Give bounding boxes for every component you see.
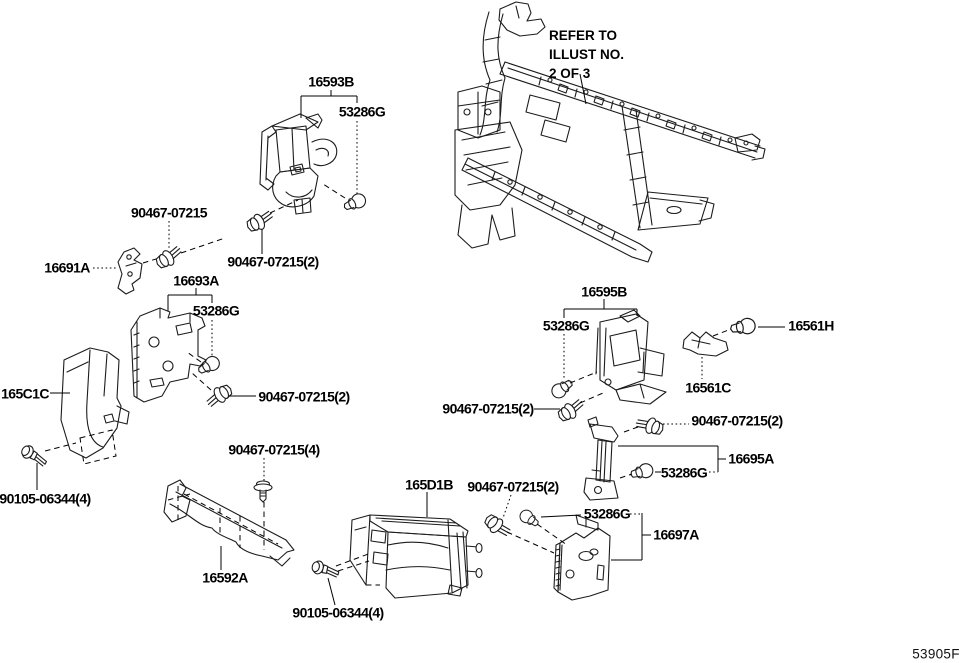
part-165C1C-shield bbox=[60, 347, 130, 465]
fastener-number-53286G-1: 53286G bbox=[338, 103, 386, 120]
fastener-number-90467-07215-4: 90467-07215(4) bbox=[228, 441, 320, 458]
part-number-165C1C: 165C1C bbox=[1, 385, 49, 402]
clip-53286G-3 bbox=[548, 375, 577, 402]
clip-53286G-5 bbox=[517, 507, 542, 531]
bolt-90467-07215-2-e bbox=[633, 412, 666, 439]
part-16561C-bracket bbox=[682, 331, 729, 357]
fastener-number-90467-07215-2-e: 90467-07215(2) bbox=[691, 412, 783, 429]
part-16691A-bracket bbox=[117, 247, 143, 295]
figure-code: 53905F bbox=[912, 646, 960, 662]
bolt-90467-07215-2-d bbox=[554, 396, 588, 425]
fastener-number-53286G-4: 53286G bbox=[660, 464, 708, 481]
refer-note-line2: ILLUST NO. bbox=[549, 47, 624, 62]
fastener-number-53286G-5: 53286G bbox=[583, 505, 631, 522]
fastener-number-90105-06344-4-b: 90105-06344(4) bbox=[292, 604, 384, 621]
bolt-90467-07215 bbox=[152, 243, 186, 272]
part-number-16592A: 16592A bbox=[202, 569, 248, 586]
fastener-number-90467-07215-2-d: 90467-07215(2) bbox=[442, 400, 534, 417]
part-16593B-duct bbox=[259, 113, 338, 215]
screw-90105-06344-b bbox=[310, 559, 341, 580]
screw-90105-06344-a bbox=[18, 442, 50, 469]
refer-note-line3: 2 OF 3 bbox=[549, 66, 591, 81]
refer-note: REFER TO ILLUST NO. 2 OF 3 bbox=[549, 26, 624, 83]
fastener-number-90467-07215: 90467-07215 bbox=[131, 204, 208, 221]
radiator-support-assembly bbox=[454, 1, 766, 263]
fastener-number-90467-07215-2-a: 90467-07215(2) bbox=[227, 253, 319, 270]
part-number-16693A: 16693A bbox=[173, 272, 219, 289]
part-number-16595B: 16595B bbox=[581, 283, 627, 300]
part-16592A-shield bbox=[163, 479, 295, 567]
fastener-number-90467-07215-2-c: 90467-07215(2) bbox=[467, 478, 559, 495]
refer-note-line1: REFER TO bbox=[549, 28, 618, 43]
part-number-16593B: 16593B bbox=[308, 73, 354, 90]
leader-lines bbox=[36, 90, 785, 606]
association-lines bbox=[44, 183, 732, 572]
part-16695A-bracket bbox=[583, 416, 619, 501]
clip-53286G-1 bbox=[340, 191, 369, 215]
clip-53286G-4 bbox=[628, 461, 655, 483]
fastener-number-53286G-2: 53286G bbox=[192, 302, 240, 319]
part-number-16691A: 16691A bbox=[44, 259, 90, 276]
part-number-16561C: 16561C bbox=[685, 379, 731, 396]
fastener-number-90105-06344-4-a: 90105-06344(4) bbox=[0, 490, 91, 507]
part-165D1B-duct bbox=[349, 514, 483, 599]
part-number-16695A: 16695A bbox=[728, 450, 774, 467]
bolt-90467-07215-2-c bbox=[481, 511, 514, 542]
part-number-16697A: 16697A bbox=[653, 526, 699, 543]
part-16697A-bracket bbox=[553, 514, 611, 601]
part-16595B-bracket bbox=[595, 309, 667, 405]
part-16693A-bracket bbox=[130, 307, 207, 403]
fastener-number-90467-07215-2-b: 90467-07215(2) bbox=[258, 388, 350, 405]
fastener-number-53286G-3: 53286G bbox=[542, 317, 590, 334]
clip-16561H bbox=[728, 316, 757, 338]
part-number-165D1B: 165D1B bbox=[405, 476, 453, 493]
pin-90467-07215-4 bbox=[253, 480, 273, 503]
part-number-16561H: 16561H bbox=[788, 317, 834, 334]
